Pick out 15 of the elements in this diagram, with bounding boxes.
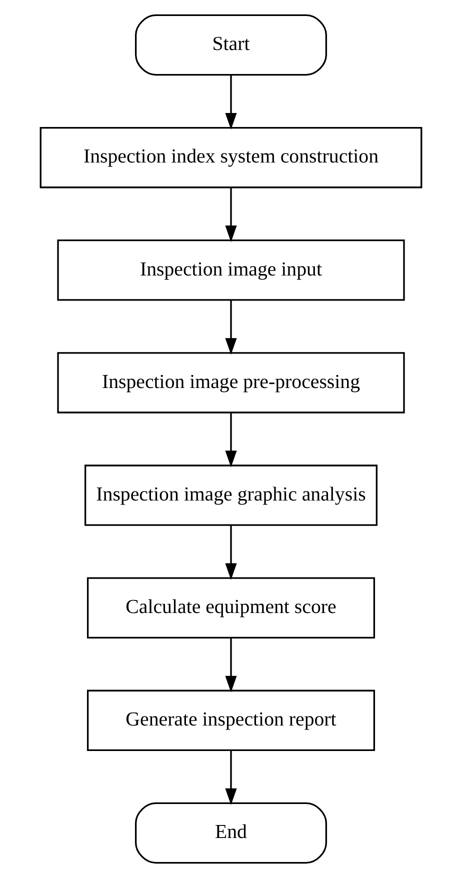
node-box: Start — [134, 14, 328, 76]
node-box: Inspection image pre-processing — [57, 352, 405, 414]
arrow — [225, 75, 237, 130]
arrow — [225, 750, 237, 805]
arrow — [225, 526, 237, 580]
node-box: Inspection index system construction — [40, 126, 422, 188]
node-box: End — [134, 802, 328, 864]
arrow — [225, 638, 237, 692]
arrow — [225, 300, 237, 355]
node-box: Inspection image input — [57, 240, 405, 301]
arrow — [225, 188, 237, 242]
node-box: Inspection image graphic analysis — [84, 464, 378, 526]
node-box: Generate inspection report — [86, 690, 376, 752]
arrow — [225, 413, 237, 468]
node-box: Calculate equipment score — [86, 577, 376, 638]
